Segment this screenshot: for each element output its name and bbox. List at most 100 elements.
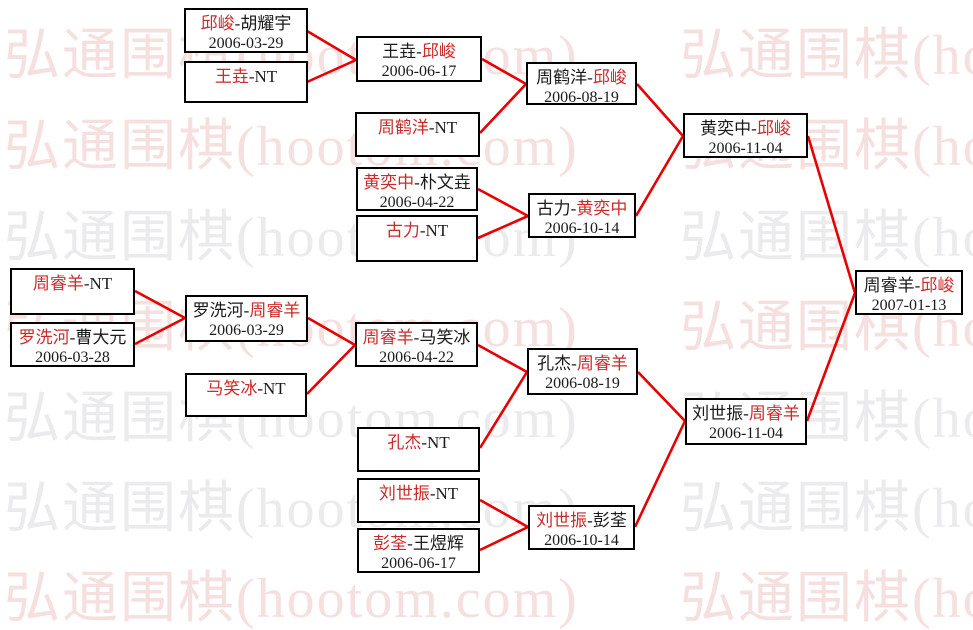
match-box-r1i: 孔杰-NT bbox=[357, 427, 480, 472]
match-box-r2b: 古力-黄奕中 2006-10-14 bbox=[528, 193, 636, 238]
match-box-sfb: 刘世振-周睿羊 2006-11-04 bbox=[685, 398, 807, 445]
player2-name: 周睿羊 bbox=[249, 301, 301, 320]
match-players: 古力-黄奕中 bbox=[530, 198, 634, 219]
player2-name: 邱峻 bbox=[592, 68, 627, 87]
player2-name: 周睿羊 bbox=[576, 354, 628, 373]
match-box-sfa: 黄奕中-邱峻 2006-11-04 bbox=[683, 113, 808, 158]
player1-name: 周睿羊 bbox=[362, 328, 414, 347]
player2-name: 王煜辉 bbox=[412, 534, 464, 553]
player1-name: 邱峻 bbox=[200, 14, 235, 33]
match-box-r1a: 邱峻-胡耀宇 2006-03-29 bbox=[184, 8, 308, 53]
connector-r1b-r2a bbox=[306, 58, 357, 84]
name-separator: - bbox=[407, 534, 413, 553]
player1-name: 孔杰 bbox=[537, 354, 572, 373]
match-date: 2006-06-17 bbox=[381, 63, 457, 80]
match-box-r1c: 周鹤洋-NT bbox=[355, 112, 480, 157]
match-date: 2007-01-13 bbox=[871, 297, 947, 314]
connector-r2a-r3a bbox=[481, 57, 527, 86]
match-players: 周睿羊-邱峻 bbox=[857, 275, 961, 296]
name-separator: - bbox=[69, 328, 76, 347]
player2-name: NT bbox=[425, 221, 449, 240]
connector-r3a-sfa bbox=[636, 83, 684, 137]
player2-name: NT bbox=[254, 67, 278, 86]
player1-name: 周睿羊 bbox=[32, 274, 84, 293]
connector-r1j-r2e bbox=[479, 498, 529, 529]
connector-r1d-r2b bbox=[477, 187, 529, 218]
player1-name: 古力 bbox=[385, 221, 420, 240]
connector-sfa-final bbox=[806, 135, 857, 294]
match-box-r1d: 黄奕中-朴文垚 2006-04-22 bbox=[356, 167, 478, 211]
name-separator: - bbox=[587, 511, 593, 530]
match-players: 罗洗河-曹大元 bbox=[12, 327, 133, 348]
player1-name: 彭荃 bbox=[373, 534, 408, 553]
match-players: 王垚-NT bbox=[186, 66, 306, 87]
match-players: 邱峻-胡耀宇 bbox=[186, 13, 306, 34]
connector-r1e-r2b bbox=[477, 214, 529, 240]
player1-name: 马笑冰 bbox=[206, 379, 258, 398]
match-date: 2006-03-28 bbox=[35, 349, 110, 366]
player1-name: 王垚 bbox=[382, 42, 417, 61]
name-separator: - bbox=[587, 68, 593, 87]
player1-name: 黄奕中 bbox=[700, 119, 752, 138]
match-players: 孔杰-周睿羊 bbox=[529, 353, 636, 374]
connector-r2c-r2d bbox=[307, 316, 356, 347]
match-date: 2006-06-17 bbox=[381, 555, 456, 572]
match-date: 2006-04-22 bbox=[379, 194, 455, 211]
player2-name: 邱峻 bbox=[421, 42, 456, 61]
player1-name: 王垚 bbox=[214, 67, 249, 86]
match-players: 黄奕中-邱峻 bbox=[685, 118, 806, 139]
match-date: 2006-08-19 bbox=[544, 89, 619, 105]
player2-name: 马笑冰 bbox=[419, 328, 471, 347]
match-box-r1h: 马笑冰-NT bbox=[185, 373, 307, 417]
connector-r3b-sfb bbox=[637, 371, 686, 422]
player2-name: 邱峻 bbox=[756, 119, 791, 138]
match-players: 周鹤洋-邱峻 bbox=[528, 67, 635, 88]
player2-name: NT bbox=[434, 118, 458, 137]
player2-name: 朴文垚 bbox=[419, 173, 471, 192]
match-date: 2006-04-22 bbox=[379, 349, 454, 366]
name-separator: - bbox=[914, 276, 921, 295]
match-players: 周睿羊-NT bbox=[12, 273, 133, 294]
player2-name: 周睿羊 bbox=[748, 404, 800, 423]
name-separator: - bbox=[421, 433, 427, 452]
match-date: 2006-10-14 bbox=[544, 532, 619, 549]
match-date: 2006-08-19 bbox=[545, 375, 620, 392]
match-date: 2006-11-04 bbox=[708, 140, 783, 157]
player1-name: 周鹤洋 bbox=[377, 118, 429, 137]
name-separator: - bbox=[416, 42, 422, 61]
player2-name: NT bbox=[263, 379, 286, 398]
player1-name: 罗洗河 bbox=[192, 301, 244, 320]
match-box-r1g: 罗洗河-曹大元 2006-03-28 bbox=[10, 322, 135, 367]
name-separator: - bbox=[243, 301, 250, 320]
match-box-r1j: 刘世振-NT bbox=[357, 478, 480, 523]
match-box-r1e: 古力-NT bbox=[356, 215, 478, 262]
match-box-r3a: 周鹤洋-邱峻 2006-08-19 bbox=[526, 62, 637, 105]
connector-r1k-r2e bbox=[479, 525, 529, 552]
match-players: 彭荃-王煜辉 bbox=[359, 533, 478, 554]
player2-name: NT bbox=[89, 274, 113, 293]
match-players: 王垚-邱峻 bbox=[358, 41, 480, 62]
name-separator: - bbox=[428, 118, 435, 137]
player2-name: 邱峻 bbox=[920, 276, 955, 295]
match-players: 马笑冰-NT bbox=[187, 378, 305, 399]
connector-r1f-r2c bbox=[134, 289, 186, 320]
match-box-r2a: 王垚-邱峻 2006-06-17 bbox=[356, 36, 482, 82]
name-separator: - bbox=[570, 199, 577, 218]
connector-r1i-r3b bbox=[478, 371, 529, 449]
bracket-diagram: { "title": "围棋淘汰赛对阵图", "separator": "-",… bbox=[4, 8, 973, 630]
player1-name: 刘世振 bbox=[692, 404, 744, 423]
player1-name: 古力 bbox=[536, 199, 571, 218]
connector-group bbox=[134, 29, 857, 552]
player1-name: 刘世振 bbox=[536, 511, 588, 530]
name-separator: - bbox=[414, 173, 420, 192]
name-separator: - bbox=[234, 14, 241, 33]
player1-name: 罗洗河 bbox=[18, 328, 70, 347]
name-separator: - bbox=[257, 379, 263, 398]
match-players: 孔杰-NT bbox=[359, 432, 478, 453]
match-box-r2e: 刘世振-彭荃 2006-10-14 bbox=[528, 505, 635, 550]
name-separator: - bbox=[248, 67, 255, 86]
name-separator: - bbox=[419, 221, 426, 240]
match-players: 周睿羊-马笑冰 bbox=[357, 327, 476, 348]
name-separator: - bbox=[83, 274, 90, 293]
connector-r1g-r2c bbox=[134, 316, 186, 346]
